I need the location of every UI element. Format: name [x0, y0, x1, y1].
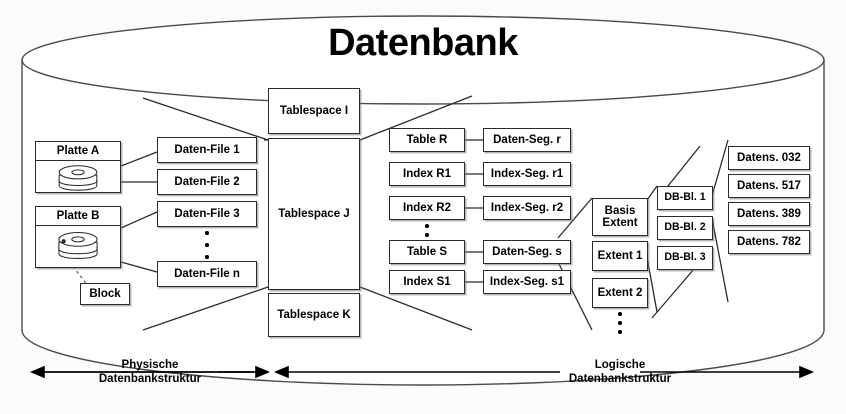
dbblock-box-2[interactable]: DB-Bl. 2: [657, 216, 713, 240]
disk-platte-a-label: Platte A: [36, 142, 120, 161]
axis-label-physical-line2: Datenbankstruktur: [98, 373, 202, 386]
extent-basis-line2: Extent: [602, 217, 638, 229]
dbblock-box-3[interactable]: DB-Bl. 3: [657, 246, 713, 270]
disk-platte-a[interactable]: Platte A: [35, 141, 121, 193]
record-box-032[interactable]: Datens. 032: [728, 146, 810, 170]
disk-stack-icon: [36, 161, 120, 193]
record-box-517[interactable]: Datens. 517: [728, 174, 810, 198]
object-box-index-s1[interactable]: Index S1: [389, 270, 465, 294]
segment-box-index-r2[interactable]: Index-Seg. r2: [483, 196, 571, 220]
disk-stack-icon: [36, 226, 120, 268]
extent-box-1[interactable]: Extent 1: [592, 241, 648, 271]
extent-basis-line1: Basis: [604, 204, 636, 217]
datafile-box-3[interactable]: Daten-File 3: [157, 201, 257, 227]
extent-box-basis[interactable]: Basis Extent: [592, 198, 648, 236]
object-box-index-r2[interactable]: Index R2: [389, 196, 465, 220]
segment-box-index-r1[interactable]: Index-Seg. r1: [483, 162, 571, 186]
block-box[interactable]: Block: [80, 283, 130, 305]
disk-platte-b[interactable]: Platte B: [35, 206, 121, 268]
datafile-box-1[interactable]: Daten-File 1: [157, 137, 257, 163]
datafile-box-n[interactable]: Daten-File n: [157, 261, 257, 287]
tablespace-box-k[interactable]: Tablespace K: [268, 293, 360, 337]
segment-box-index-s1[interactable]: Index-Seg. s1: [483, 270, 571, 294]
axis-label-logical: Logische Datenbankstruktur: [530, 358, 710, 387]
datafile-box-2[interactable]: Daten-File 2: [157, 169, 257, 195]
cylinder-top: [21, 15, 825, 105]
page-title: Datenbank: [328, 22, 518, 64]
record-box-389[interactable]: Datens. 389: [728, 202, 810, 226]
axis-arrows: [29, 365, 815, 379]
segment-box-daten-s[interactable]: Daten-Seg. s: [483, 240, 571, 264]
object-box-index-r1[interactable]: Index R1: [389, 162, 465, 186]
tablespace-box-i[interactable]: Tablespace I: [268, 88, 360, 134]
object-box-table-r[interactable]: Table R: [389, 128, 465, 152]
extents-vertical-ellipsis-icon: [613, 312, 627, 334]
disk-platte-b-label: Platte B: [36, 207, 120, 226]
axis-label-logical-line1: Logische: [594, 359, 646, 371]
datafiles-vertical-ellipsis-icon: [200, 231, 214, 259]
record-box-782[interactable]: Datens. 782: [728, 230, 810, 254]
object-box-table-s[interactable]: Table S: [389, 240, 465, 264]
segment-box-daten-r[interactable]: Daten-Seg. r: [483, 128, 571, 152]
axis-label-physical-line1: Physische: [121, 359, 179, 371]
tablespace-box-j[interactable]: Tablespace J: [268, 138, 360, 290]
axis-label-physical: Physische Datenbankstruktur: [80, 358, 220, 387]
extent-box-2[interactable]: Extent 2: [592, 278, 648, 308]
axis-label-logical-line2: Datenbankstruktur: [568, 373, 672, 386]
dbblock-box-1[interactable]: DB-Bl. 1: [657, 186, 713, 210]
